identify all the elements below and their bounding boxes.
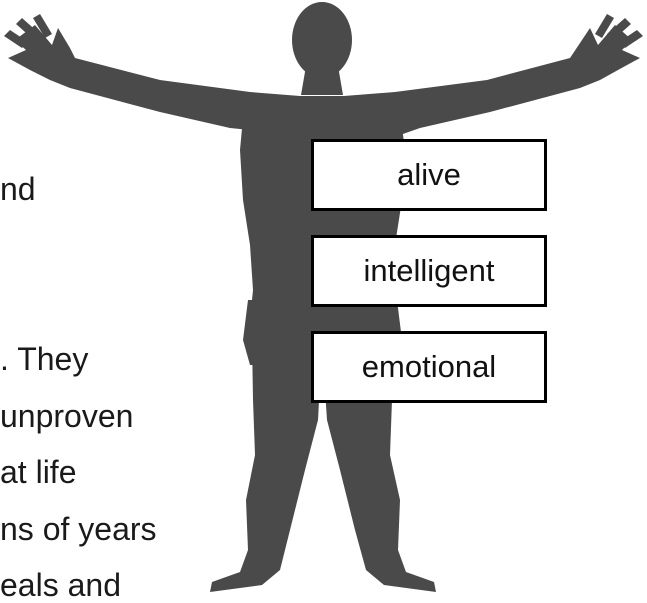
label-intelligent: intelligent: [311, 235, 547, 307]
label-emotional: emotional: [311, 331, 547, 403]
label-alive: alive: [311, 139, 547, 211]
